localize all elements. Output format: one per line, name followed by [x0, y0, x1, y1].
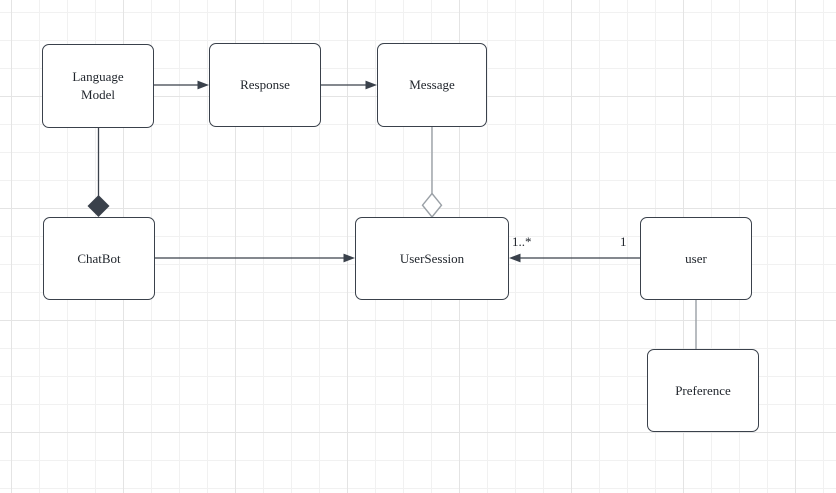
edge-chatbot-usersession[interactable] — [155, 253, 355, 263]
node-label: Preference — [675, 382, 731, 398]
node-preference[interactable]: Preference — [647, 349, 759, 432]
node-label: UserSession — [399, 250, 465, 266]
node-user[interactable]: user — [640, 217, 752, 300]
arrowhead-icon — [365, 80, 377, 90]
composition-diamond-icon — [87, 195, 110, 217]
node-chatbot[interactable]: ChatBot — [43, 217, 155, 300]
aggregation-diamond-icon — [421, 192, 443, 219]
node-language-model[interactable]: Language Model — [42, 44, 154, 128]
edge-languagemodel-response[interactable] — [154, 80, 209, 90]
arrowhead-icon — [343, 253, 355, 263]
multiplicity-label-usersession-end[interactable]: 1..* — [512, 234, 532, 249]
edge-languagemodel-chatbot[interactable] — [87, 128, 110, 217]
node-response[interactable]: Response — [209, 43, 321, 127]
arrowhead-icon — [509, 253, 521, 263]
edge-user-usersession[interactable] — [509, 253, 640, 263]
arrowhead-icon — [197, 80, 209, 90]
node-label: ChatBot — [77, 250, 121, 266]
node-label: user — [685, 250, 707, 266]
node-label: Response — [240, 77, 290, 93]
edge-message-usersession[interactable] — [421, 127, 443, 219]
node-usersession[interactable]: UserSession — [355, 217, 509, 300]
node-label: Language Model — [72, 69, 124, 102]
multiplicity-label-user-end[interactable]: 1 — [620, 234, 627, 249]
node-message[interactable]: Message — [377, 43, 487, 127]
node-label: Message — [409, 77, 455, 93]
edge-response-message[interactable] — [321, 80, 377, 90]
